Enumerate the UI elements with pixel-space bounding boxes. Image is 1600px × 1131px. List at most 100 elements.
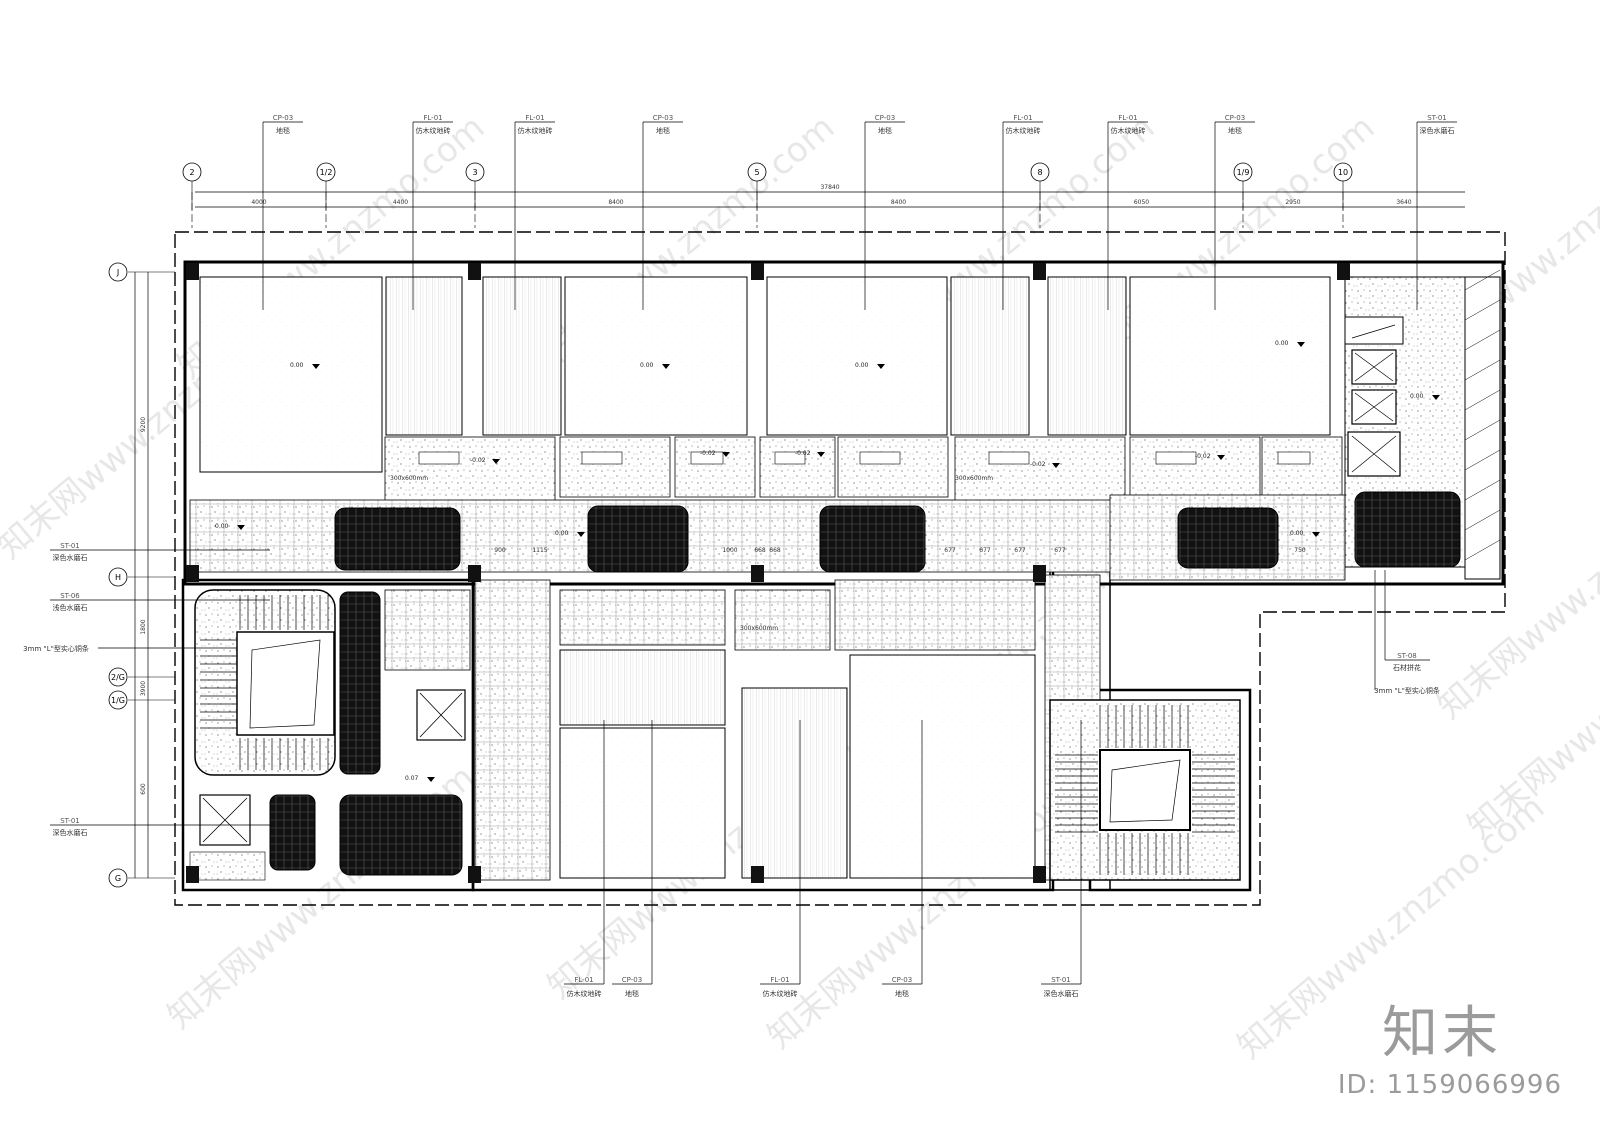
level-value: -0.02 bbox=[1030, 461, 1046, 468]
level-value: -0.02 bbox=[470, 457, 486, 464]
axis-bubble bbox=[182, 162, 202, 182]
tag-code: FL-01 bbox=[574, 976, 593, 984]
tag-code: CP-03 bbox=[875, 114, 895, 122]
room-carpet-b2 bbox=[849, 654, 1036, 879]
column bbox=[751, 866, 764, 883]
room-carpet-2 bbox=[564, 276, 748, 436]
right-stair bbox=[1049, 699, 1241, 881]
level-symbol bbox=[1217, 455, 1225, 460]
tag-code: FL-01 bbox=[1013, 114, 1032, 122]
axis-label: 1/9 bbox=[1237, 168, 1250, 177]
axis-bubble bbox=[316, 162, 336, 182]
level-value: 0.00 bbox=[555, 530, 569, 537]
left-core bbox=[189, 589, 471, 881]
axis-bubble bbox=[108, 690, 128, 710]
tag-desc: 仿木纹地砖 bbox=[518, 126, 553, 135]
room-wood-b2 bbox=[741, 687, 848, 879]
level-value: 0.00 bbox=[1410, 393, 1424, 400]
level-symbol bbox=[817, 452, 825, 457]
level-symbol bbox=[1052, 463, 1060, 468]
tag-desc: 3mm "L"型实心铜条 bbox=[23, 644, 89, 653]
tag-code: CP-03 bbox=[653, 114, 673, 122]
dim-segment: 4000 bbox=[251, 199, 266, 206]
tag-code: ST-01 bbox=[60, 542, 80, 550]
tag-desc: 地毯 bbox=[656, 126, 670, 135]
left-dimension-chain: 9200 1800 3900 600 5310 bbox=[134, 0, 153, 878]
tag-desc: 石材拼花 bbox=[1393, 663, 1421, 672]
bath-module bbox=[1261, 436, 1343, 498]
corridor-dim: 668 bbox=[754, 547, 766, 554]
level-symbol bbox=[877, 364, 885, 369]
tag-desc: 地毯 bbox=[625, 989, 639, 998]
room-notes: 300x600mm 300x600mm 300x600mm bbox=[390, 475, 993, 632]
level-symbol bbox=[237, 525, 245, 530]
basin bbox=[581, 451, 623, 465]
mosaic-7 bbox=[269, 794, 316, 871]
corridor-dim: 677 bbox=[1014, 547, 1026, 554]
column bbox=[468, 565, 481, 582]
axis-label: J bbox=[116, 268, 119, 277]
structural-columns bbox=[186, 263, 1350, 883]
dim-segment: 9200 bbox=[140, 417, 147, 432]
tag-code: ST-06 bbox=[60, 592, 80, 600]
dim-segment: 2950 bbox=[1285, 199, 1300, 206]
image-id-label: ID: 1159066996 bbox=[1337, 1070, 1562, 1100]
dim-segment: 1800 bbox=[140, 619, 147, 634]
column bbox=[1033, 565, 1046, 582]
dim-segment: 600 bbox=[140, 783, 147, 795]
axis-label: 5 bbox=[754, 168, 759, 177]
room-wood-b1 bbox=[559, 649, 726, 726]
basin bbox=[1277, 451, 1311, 465]
room-note-3: 300x600mm bbox=[740, 625, 778, 632]
bath-module bbox=[384, 436, 556, 508]
column bbox=[751, 565, 764, 582]
grid-axes-left: JH2/G1/GG bbox=[108, 262, 175, 888]
column bbox=[186, 565, 199, 582]
mosaic-2 bbox=[587, 505, 689, 573]
corridor-dim: 677 bbox=[979, 547, 991, 554]
level-symbol bbox=[722, 452, 730, 457]
axis-bubble bbox=[1233, 162, 1253, 182]
axis-label: 10 bbox=[1338, 168, 1348, 177]
right-core bbox=[1344, 316, 1404, 477]
room-wood-4 bbox=[1047, 276, 1127, 436]
corridor-dim: 668 bbox=[769, 547, 781, 554]
column bbox=[1033, 263, 1046, 280]
basin bbox=[988, 451, 1030, 465]
column bbox=[468, 263, 481, 280]
tag-code: FL-01 bbox=[525, 114, 544, 122]
room-carpet-3 bbox=[766, 276, 948, 436]
level-symbol bbox=[1312, 532, 1320, 537]
room-carpet-b1 bbox=[559, 727, 726, 879]
column bbox=[186, 866, 199, 883]
dim-segment: 5310 bbox=[137, 0, 152, 2]
axis-label: G bbox=[115, 874, 121, 883]
dim-segment: 6050 bbox=[1134, 199, 1149, 206]
dim-segment: 4400 bbox=[393, 199, 408, 206]
tag-code: ST-08 bbox=[1397, 652, 1417, 660]
mosaic-1 bbox=[334, 507, 461, 571]
axis-label: 1/2 bbox=[320, 168, 333, 177]
bottom-rooms bbox=[474, 574, 1101, 881]
tag-desc: 深色水磨石 bbox=[1044, 989, 1079, 998]
column bbox=[1337, 263, 1350, 280]
mosaic-6 bbox=[339, 591, 381, 775]
tag-code: CP-03 bbox=[622, 976, 642, 984]
corridor-dim: 677 bbox=[944, 547, 956, 554]
tag-code: FL-01 bbox=[1118, 114, 1137, 122]
level-symbol bbox=[427, 777, 435, 782]
tag-desc: 地毯 bbox=[878, 126, 892, 135]
column bbox=[186, 263, 199, 280]
room-carpet-4 bbox=[1129, 276, 1331, 436]
dim-segment: 3900 bbox=[140, 681, 147, 696]
level-value: 0.00 bbox=[855, 362, 869, 369]
corridor-dim: 900 bbox=[494, 547, 506, 554]
axis-bubble bbox=[1030, 162, 1050, 182]
bath-module bbox=[559, 436, 671, 498]
level-symbol bbox=[1432, 395, 1440, 400]
axis-label: H bbox=[115, 573, 121, 582]
level-symbol bbox=[492, 459, 500, 464]
tag-code: CP-03 bbox=[892, 976, 912, 984]
